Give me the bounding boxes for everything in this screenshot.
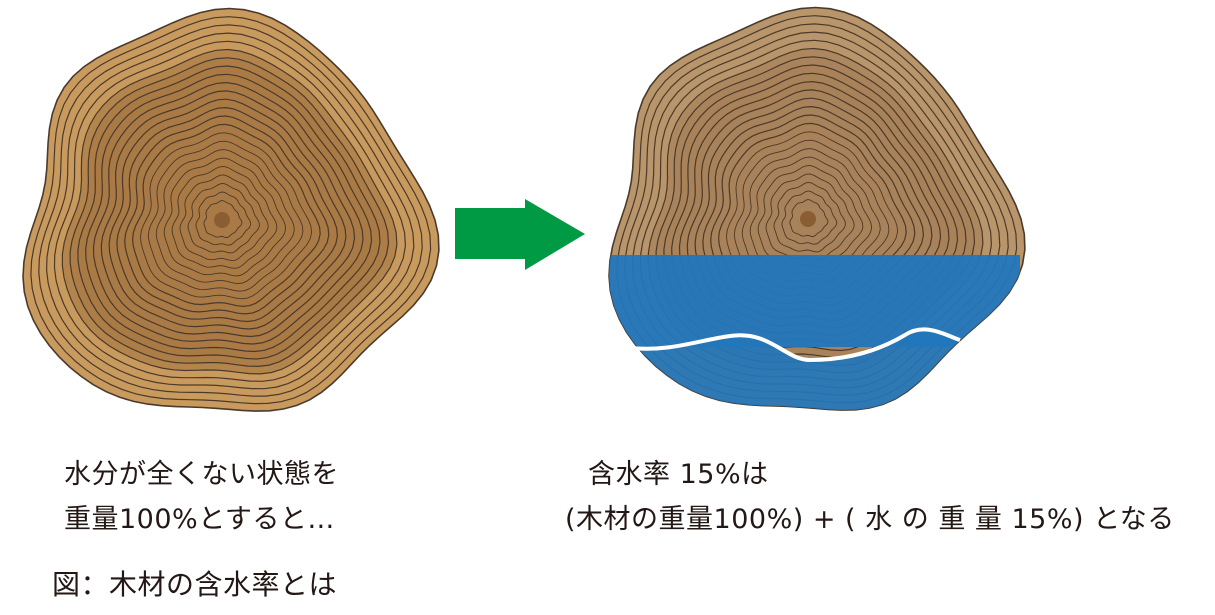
wet-caption-line-2: (木材の重量100%) + ( 水 の 重 量 15%) となる	[565, 504, 1175, 535]
dry-wood-cross-section	[22, 7, 440, 412]
figure-title: 図：木材の含水率とは	[52, 568, 338, 601]
pith	[800, 211, 816, 227]
right-arrow-icon	[455, 199, 585, 270]
water-region	[609, 255, 1020, 411]
dry-caption-line-2: 重量100%とすると…	[64, 504, 335, 535]
wet-caption-line-1: 含水率 15%は	[588, 459, 769, 490]
water-level-line	[629, 327, 961, 363]
dry-caption-line-1: 水分が全くない状態を	[64, 459, 339, 490]
pith	[214, 212, 230, 228]
